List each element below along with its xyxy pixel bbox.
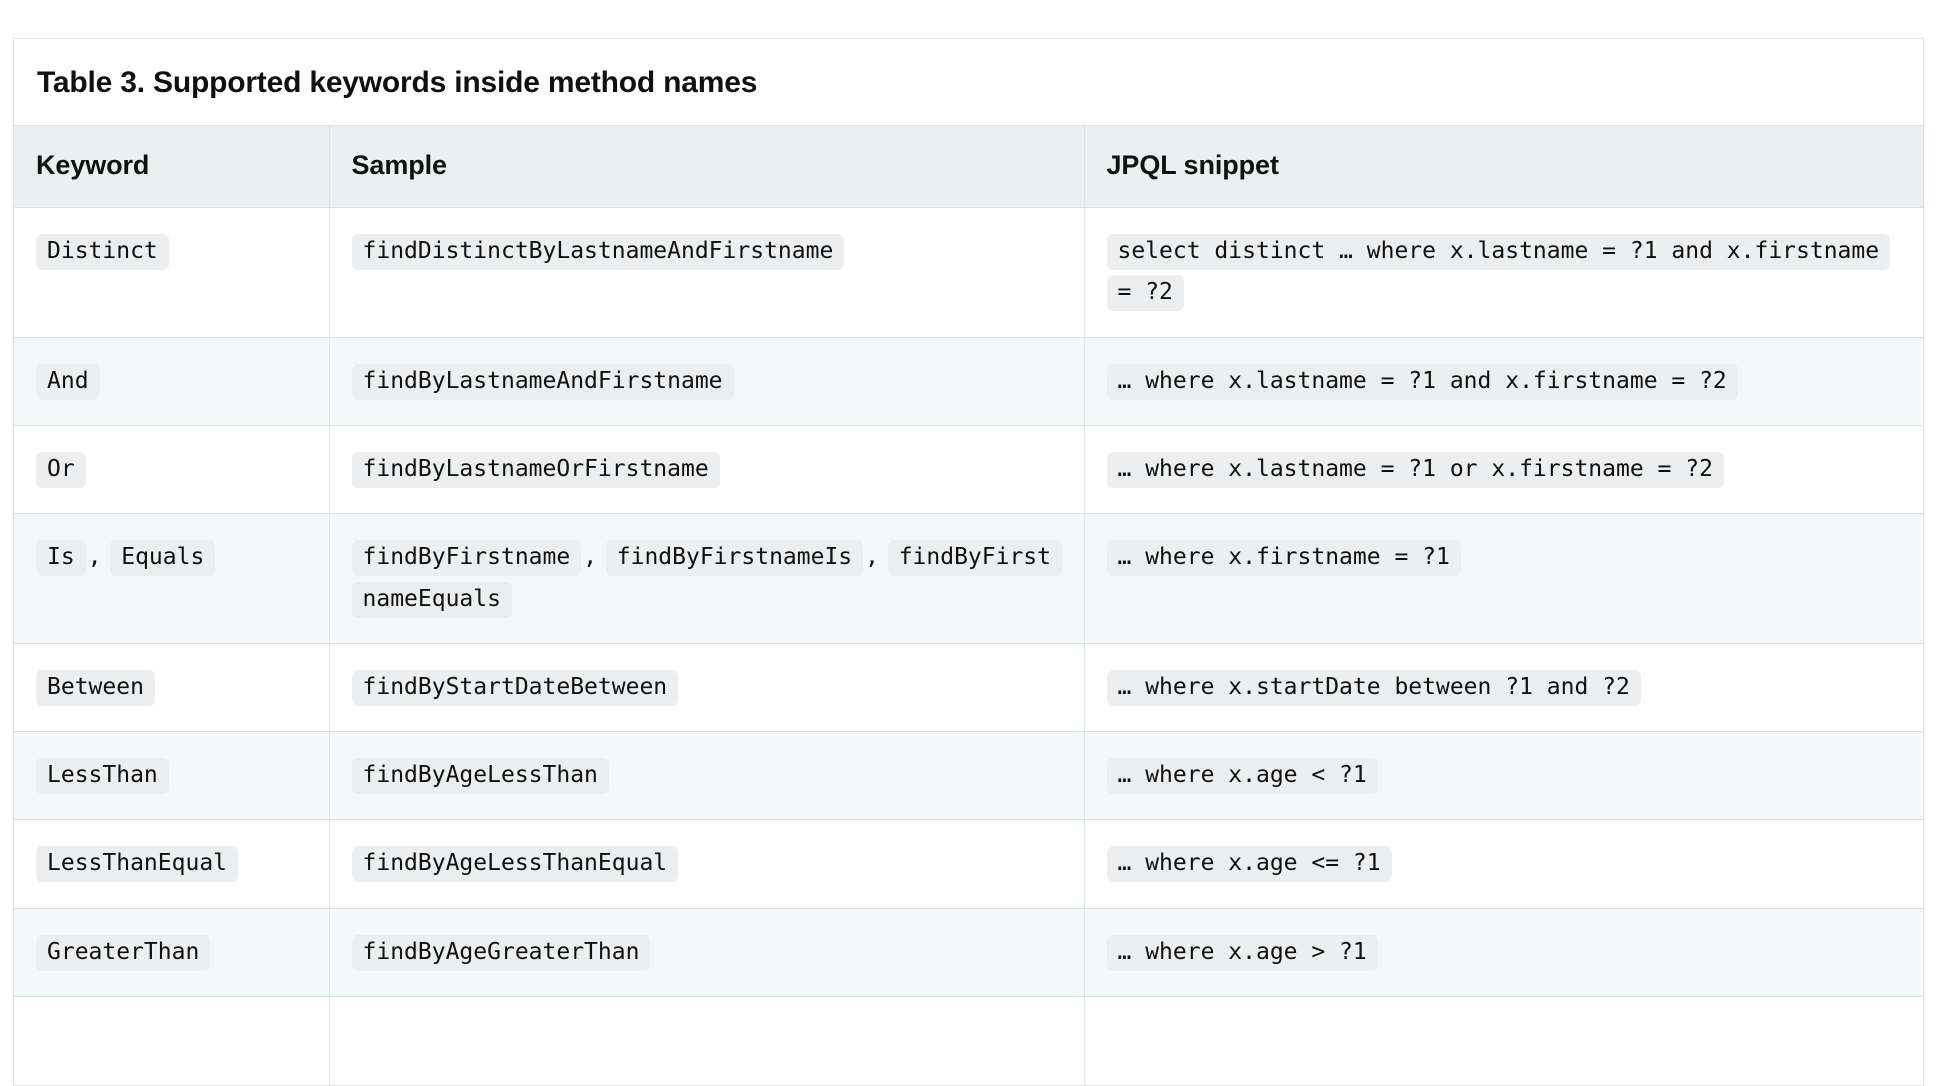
column-header-sample: Sample	[329, 125, 1085, 208]
cell-sample: findByLastnameAndFirstname	[329, 337, 1085, 426]
cell-sample: findByStartDateBetween	[329, 643, 1085, 733]
code-chip: Equals	[110, 540, 216, 577]
column-header-jpql-snippet: JPQL snippet	[1084, 125, 1923, 208]
code-chip: … where x.startDate between ?1 and ?2	[1106, 669, 1641, 706]
code-chip: … where x.age < ?1	[1106, 758, 1378, 795]
cell-jpql-snippet: … where x.age <= ?1	[1084, 819, 1923, 909]
cell-content: … where x.age <= ?1	[1106, 846, 1392, 883]
cell-content: findByAgeGreaterThan	[351, 934, 651, 971]
cell-content: findByAgeLessThan	[351, 758, 609, 795]
cell-content: Between	[36, 669, 155, 706]
code-chip: Distinct	[36, 234, 169, 270]
table-row: Distinct findDistinctByLastnameAndFirstna…	[14, 207, 1923, 338]
code-chip: findByFirstname	[351, 540, 582, 577]
cell-content: findByLastnameAndFirstname	[351, 363, 734, 400]
cell-content: And	[36, 363, 100, 400]
cell-content: … where x.startDate between ?1 and ?2	[1106, 669, 1641, 706]
cell-keyword: And	[14, 337, 330, 426]
code-chip: findDistinctByLastnameAndFirstname	[351, 234, 845, 270]
table-body: Distinct findDistinctByLastnameAndFirstna…	[14, 207, 1923, 1086]
table-header: Keyword Sample JPQL snippet	[14, 125, 1923, 208]
cell-sample: findByAgeLessThanEqual	[329, 819, 1085, 909]
code-chip: … where x.firstname = ?1	[1106, 540, 1461, 577]
cell-keyword: Or	[14, 425, 330, 515]
code-chip: findByAgeLessThanEqual	[351, 846, 679, 883]
cell-content: … where x.age < ?1	[1106, 758, 1378, 795]
table-row: LessThan findByAgeLessThan … where x.age <…	[14, 731, 1923, 821]
table-row: LessThanEqual findByAgeLessThanEqual … whe…	[14, 819, 1923, 909]
cell-jpql-snippet: … where x.lastname = ?1 or x.firstname =…	[1084, 425, 1923, 515]
cell-content: Is, Equals	[36, 540, 216, 577]
column-header-keyword: Keyword	[14, 125, 330, 208]
code-chip: … where x.age <= ?1	[1106, 846, 1392, 883]
code-chip: GreaterThan	[36, 934, 211, 971]
code-chip: findByLastnameOrFirstname	[351, 451, 720, 488]
cell-sample: findByLastnameOrFirstname	[329, 425, 1085, 515]
table-row-clipped	[14, 996, 1923, 1086]
cell-jpql-snippet: … where x.lastname = ?1 and x.firstname …	[1084, 337, 1923, 426]
code-chip: Between	[36, 669, 155, 706]
cell-content: … where x.lastname = ?1 or x.firstname =…	[1106, 451, 1724, 488]
code-chip: LessThan	[36, 758, 169, 795]
cell-jpql-snippet: … where x.age > ?1	[1084, 908, 1923, 997]
code-chip: … where x.lastname = ?1 and x.firstname …	[1106, 363, 1738, 400]
keywords-table-block: Table 3. Supported keywords inside metho…	[13, 38, 1924, 1086]
cell-empty	[1084, 996, 1923, 1086]
code-chip: select distinct … where x.lastname = ?1 …	[1106, 234, 1891, 312]
code-chip: findByAgeLessThan	[351, 758, 609, 795]
cell-sample: findByAgeLessThan	[329, 731, 1085, 821]
cell-content: Distinct	[36, 234, 169, 270]
cell-content: Or	[36, 451, 86, 488]
code-chip: findByAgeGreaterThan	[351, 934, 651, 971]
code-separator: ,	[87, 544, 102, 571]
table-row: GreaterThan findByAgeGreaterThan … where x…	[14, 908, 1923, 997]
code-separator: ,	[865, 544, 880, 571]
cell-sample: findDistinctByLastnameAndFirstname	[329, 207, 1085, 338]
code-chip: findByFirstnameIs	[605, 540, 864, 577]
code-chip: … where x.age > ?1	[1106, 934, 1378, 971]
cell-content: … where x.age > ?1	[1106, 934, 1378, 971]
code-chip: Is	[36, 540, 86, 577]
cell-content: … where x.firstname = ?1	[1106, 540, 1461, 577]
code-chip: findByLastnameAndFirstname	[351, 363, 734, 400]
cell-jpql-snippet: … where x.firstname = ?1	[1084, 513, 1923, 644]
cell-content: GreaterThan	[36, 934, 211, 971]
cell-jpql-snippet: select distinct … where x.lastname = ?1 …	[1084, 207, 1923, 338]
cell-sample: findByFirstname, findByFirstnameIs, find…	[329, 513, 1085, 644]
cell-jpql-snippet: … where x.startDate between ?1 and ?2	[1084, 643, 1923, 733]
table-row: Between findByStartDateBetween … where x.s…	[14, 643, 1923, 733]
cell-content: LessThanEqual	[36, 846, 239, 883]
cell-sample: findByAgeGreaterThan	[329, 908, 1085, 997]
code-chip: And	[36, 363, 100, 400]
cell-jpql-snippet: … where x.age < ?1	[1084, 731, 1923, 821]
table-caption: Table 3. Supported keywords inside metho…	[14, 39, 1923, 125]
cell-keyword: LessThan	[14, 731, 330, 821]
table-row: Is, Equals findByFirstname, findByFirstna…	[14, 513, 1923, 644]
cell-content: LessThan	[36, 758, 169, 795]
supported-keywords-table: Keyword Sample JPQL snippet Distinct find…	[14, 125, 1923, 1086]
cell-content: findByAgeLessThanEqual	[351, 846, 679, 883]
cell-keyword: GreaterThan	[14, 908, 330, 997]
cell-content: findByLastnameOrFirstname	[351, 451, 720, 488]
cell-keyword: Between	[14, 643, 330, 733]
table-row: Or findByLastnameOrFirstname … where x.las…	[14, 425, 1923, 515]
cell-content: findDistinctByLastnameAndFirstname	[351, 234, 845, 270]
code-chip: … where x.lastname = ?1 or x.firstname =…	[1106, 451, 1724, 488]
cell-content: select distinct … where x.lastname = ?1 …	[1106, 234, 1891, 312]
cell-keyword: Is, Equals	[14, 513, 330, 644]
cell-keyword: LessThanEqual	[14, 819, 330, 909]
code-chip: findByStartDateBetween	[351, 669, 679, 706]
cell-content: findByStartDateBetween	[351, 669, 679, 706]
cell-content: findByFirstname, findByFirstnameIs, find…	[351, 540, 1063, 618]
code-chip: Or	[36, 451, 86, 488]
cell-content: … where x.lastname = ?1 and x.firstname …	[1106, 363, 1738, 400]
code-chip: LessThanEqual	[36, 846, 239, 883]
cell-empty	[14, 996, 330, 1086]
table-header-row: Keyword Sample JPQL snippet	[14, 125, 1923, 208]
cell-keyword: Distinct	[14, 207, 330, 338]
code-separator: ,	[583, 544, 598, 571]
table-row: And findByLastnameAndFirstname … where x.l…	[14, 337, 1923, 426]
cell-empty	[329, 996, 1085, 1086]
